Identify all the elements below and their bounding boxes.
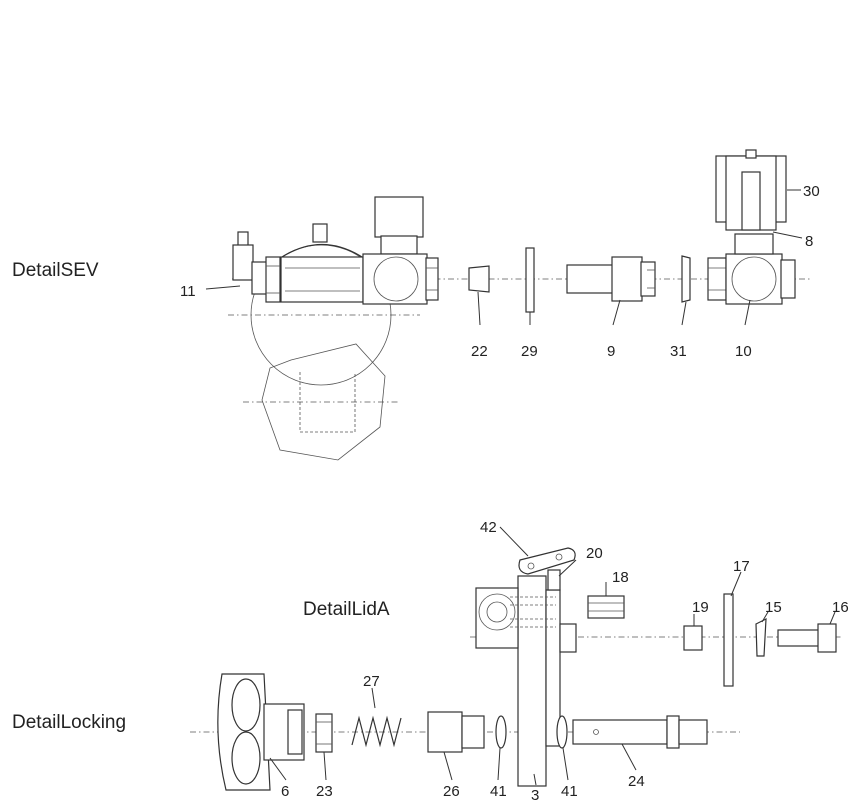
part-number: 16 (832, 599, 849, 616)
part-number: 22 (471, 343, 488, 360)
leader-lines (205, 189, 836, 786)
part-number: 11 (180, 283, 196, 300)
part-number: 9 (607, 343, 615, 360)
section-label-locking: DetailLocking (12, 712, 126, 733)
part-number: 6 (281, 783, 289, 800)
part-number: 10 (735, 343, 752, 360)
detail-lid-locking-drawing (190, 547, 842, 791)
part-number: 42 (480, 519, 497, 536)
part-number: 17 (733, 558, 750, 575)
part-number: 29 (521, 343, 538, 360)
part-number: 31 (670, 343, 687, 360)
part-number: 41 (561, 783, 578, 800)
part-number: 23 (316, 783, 333, 800)
part-number: 3 (531, 787, 539, 804)
section-label-lid: DetailLidA (303, 599, 390, 620)
part-number: 24 (628, 773, 645, 790)
part-number: 18 (612, 569, 629, 586)
part-number: 8 (805, 233, 813, 250)
part-number: 20 (586, 545, 603, 562)
part-number: 15 (765, 599, 782, 616)
part-number: 27 (363, 673, 380, 690)
detail-sev-drawing (228, 149, 810, 461)
part-number: 19 (692, 599, 709, 616)
part-number: 30 (803, 183, 820, 200)
part-number: 41 (490, 783, 507, 800)
section-label-sev: DetailSEV (12, 260, 99, 281)
part-number-callouts: 11 22 29 9 31 10 30 8 42 20 18 17 19 15 … (180, 183, 849, 804)
part-number: 26 (443, 783, 460, 800)
